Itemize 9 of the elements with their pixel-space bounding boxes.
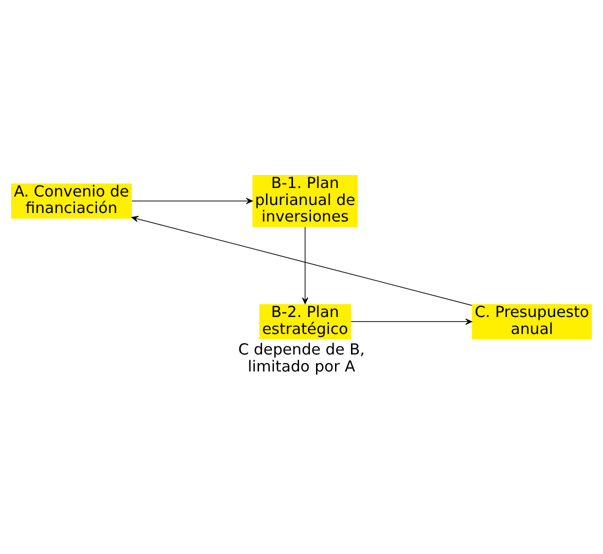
node-box: C. Presupuesto anual bbox=[472, 304, 592, 340]
arrow bbox=[302, 226, 308, 304]
node-box: B-1. Plan plurianual de inversiones bbox=[252, 175, 358, 227]
arrow bbox=[350, 318, 472, 325]
caption: C depende de B, limitado por A bbox=[238, 340, 365, 376]
node-box: A. Convenio de financiación bbox=[11, 183, 132, 219]
arrow bbox=[132, 216, 472, 306]
node-box: B-2. Plan estratégico bbox=[259, 304, 351, 340]
arrow bbox=[132, 198, 253, 204]
